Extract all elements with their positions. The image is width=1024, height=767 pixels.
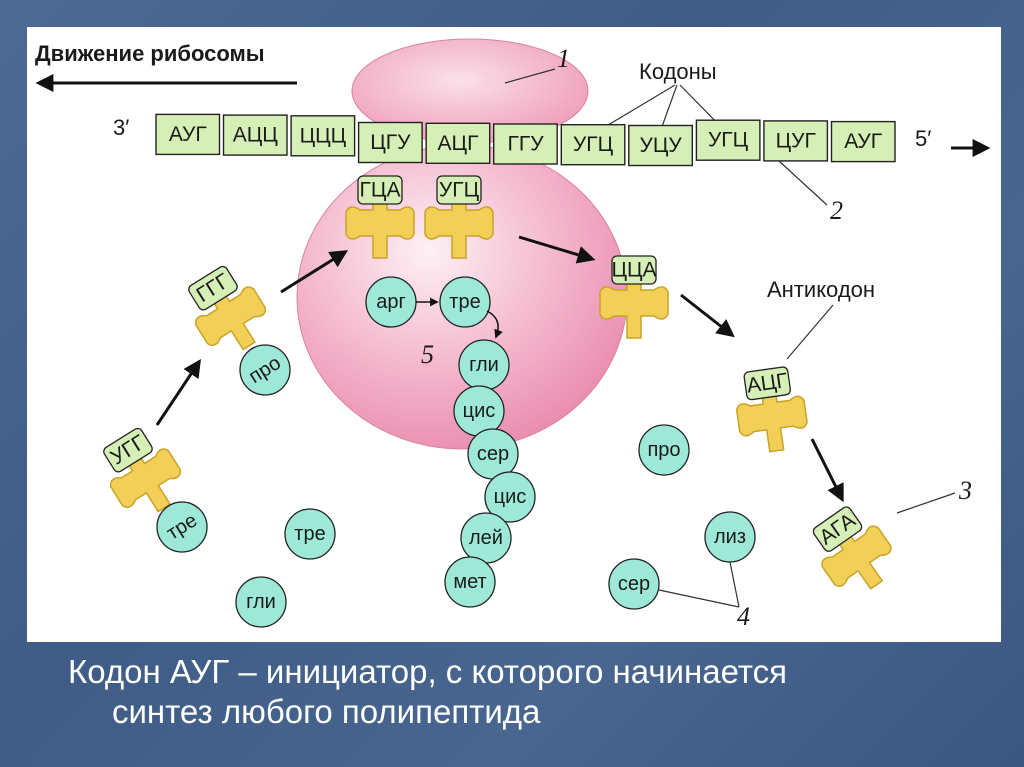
label-number-1: 1 xyxy=(557,44,570,73)
mrna-codon xyxy=(763,120,829,162)
free-amino-acid-label: гли xyxy=(246,591,276,613)
mrna-codon xyxy=(357,121,423,164)
incoming-arrow-2 xyxy=(280,250,349,294)
trna-aga: АГА xyxy=(812,506,906,606)
mrna-codon-label: ГГУ xyxy=(507,133,544,156)
anticodon-leader xyxy=(786,304,834,360)
mrna-3-end-label: 3′ xyxy=(113,115,129,140)
mrna-codon-label: АУГ xyxy=(169,123,207,146)
free-amino-acid xyxy=(235,576,287,628)
label-number-4: 4 xyxy=(737,602,750,631)
ribosome-movement-label: Движение рибосомы xyxy=(35,41,265,66)
free-amino-acid xyxy=(638,424,690,476)
polypeptide-residue-label: лей xyxy=(469,527,503,549)
polypeptide-residue xyxy=(484,471,536,523)
protein-synthesis-diagram: Движение рибосомы 1 Кодоны 3′ 5′ АУГ АЦЦ Ц… xyxy=(35,38,991,631)
polypeptide-residue-label: сер xyxy=(477,443,509,465)
polypeptide-residue-label: цис xyxy=(463,400,496,422)
trna-cca: ЦЦА xyxy=(599,255,669,339)
amino-acid-label: тре xyxy=(449,291,480,313)
outgoing-arrow-2 xyxy=(680,293,735,338)
mrna-codon-label: ЦУГ xyxy=(776,129,816,152)
mrna-codon xyxy=(290,115,356,157)
mrna-codon xyxy=(222,114,288,156)
label-3-leader xyxy=(896,492,956,514)
anticodon-label: Антикодон xyxy=(767,277,875,302)
polypeptide-chain: гли цис сер цис лей мет xyxy=(444,339,536,608)
mrna-codon-label: АЦГ xyxy=(438,132,479,155)
diagram-panel: Движение рибосомы 1 Кодоны 3′ 5′ АУГ АЦЦ Ц… xyxy=(27,27,1001,642)
free-amino-acid xyxy=(284,508,336,560)
trna-anticodon: УГЦ xyxy=(439,179,480,202)
polypeptide-residue-label: гли xyxy=(469,354,499,376)
mrna-codon-label: ЦЦЦ xyxy=(300,124,347,147)
label-number-5: 5 xyxy=(421,340,434,369)
trna-anticodon: АЦГ xyxy=(745,369,789,397)
mrna-codon xyxy=(628,124,693,167)
trna-acg: АЦГ xyxy=(734,366,812,457)
amino-acid-label: арг xyxy=(376,291,406,313)
codons-label: Кодоны xyxy=(639,59,717,84)
mrna-codon-label: УЦУ xyxy=(639,134,682,157)
amino-acid xyxy=(439,276,491,328)
polypeptide-residue-label: мет xyxy=(453,571,486,593)
free-amino-acid xyxy=(608,558,660,610)
mrna-codon-label: ЦГУ xyxy=(370,131,411,154)
peptide-bond-arrow xyxy=(486,310,503,339)
free-amino-acid-label: лиз xyxy=(714,526,746,548)
mrna-strand: АУГ АЦЦ ЦЦЦ ЦГУ АЦГ ГГУ УГЦ УЦУ УГЦ ЦУГ АУГ xyxy=(155,113,896,167)
outgoing-arrow-3 xyxy=(810,438,844,503)
polypeptide-residue xyxy=(444,556,496,608)
label-number-3: 3 xyxy=(958,476,972,505)
mrna-codon-label: УГЦ xyxy=(708,129,749,152)
mrna-codon xyxy=(425,122,491,165)
mrna-codon xyxy=(560,123,626,166)
trna-anticodon: ЦЦА xyxy=(611,259,656,282)
free-amino-acid-label: про xyxy=(647,439,680,461)
polypeptide-residue-label: цис xyxy=(494,486,527,508)
mrna-codon xyxy=(155,113,221,156)
amino-acid xyxy=(156,501,208,553)
trna-ugc: УГЦ xyxy=(424,175,494,259)
label-number-2: 2 xyxy=(830,196,843,225)
mrna-codon xyxy=(830,120,896,163)
label-1-leader xyxy=(504,68,556,84)
mrna-codon-label: АУГ xyxy=(844,130,882,153)
trna-gca: ГЦА xyxy=(345,175,415,259)
incoming-arrow-1 xyxy=(155,359,201,426)
caption-line-2: синтез любого полипептида xyxy=(112,693,541,730)
mrna-codon-label: УГЦ xyxy=(573,133,614,156)
mrna-codon xyxy=(695,119,761,161)
trna-anticodon: ГЦА xyxy=(360,179,401,202)
label-4-leaders xyxy=(658,561,740,608)
amino-acid xyxy=(239,344,291,396)
label-2-leader xyxy=(778,160,828,206)
free-amino-acid-label: тре xyxy=(294,523,325,545)
free-amino-acids: тре гли про лиз сер xyxy=(235,424,756,628)
mrna-codon-label: АЦЦ xyxy=(233,124,279,147)
mrna-5-end-label: 5′ xyxy=(915,126,931,151)
outgoing-arrow-1 xyxy=(518,235,596,264)
mrna-codon xyxy=(493,123,558,165)
caption: Кодон АУГ – инициатор, с которого начина… xyxy=(68,652,988,732)
caption-line-1: Кодон АУГ – инициатор, с которого начина… xyxy=(68,653,787,690)
free-amino-acid-label: сер xyxy=(618,573,650,595)
